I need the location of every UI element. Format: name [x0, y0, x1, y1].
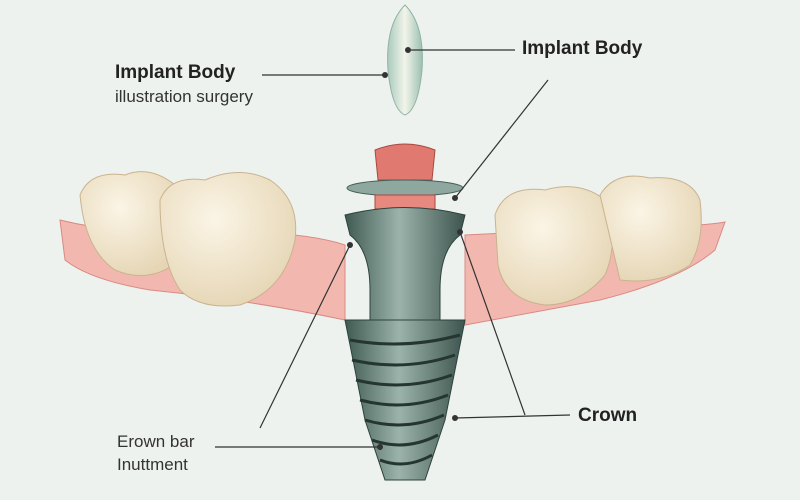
label-crown: Crown: [578, 405, 638, 426]
crown-cap: [387, 4, 423, 116]
tooth-left-front: [159, 172, 297, 307]
implant-collar: [344, 207, 466, 321]
tooth-right-back: [599, 175, 702, 282]
label-implant-body-right: Implant Body: [522, 38, 643, 59]
label-crown-bar: Erown bar: [117, 432, 195, 451]
label-implant-body-left: Implant Body: [115, 62, 236, 83]
abutment-top: [374, 143, 436, 181]
label-illustration-surgery: illustration surgery: [115, 87, 253, 106]
label-abutment: Inuttment: [117, 455, 188, 474]
